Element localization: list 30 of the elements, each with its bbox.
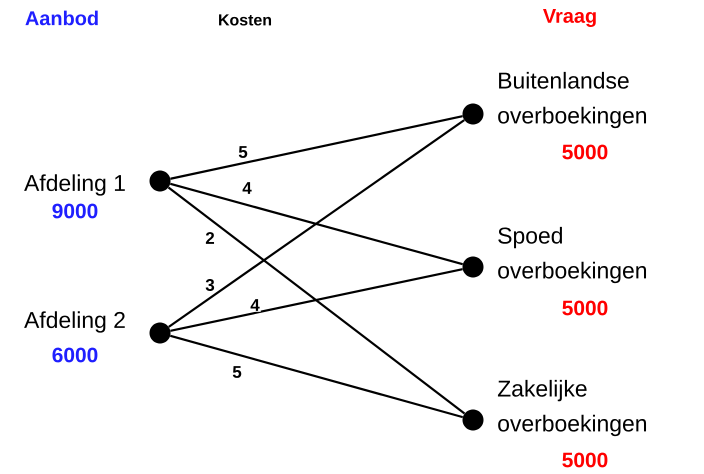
column-heading: Aanbod: [25, 10, 98, 26]
edge-label: 3: [204, 278, 216, 292]
node-label: Zakelijke overboekingen: [498, 380, 646, 436]
column-heading: Vraag: [543, 9, 596, 27]
quantity-label: 5000: [562, 300, 608, 316]
edge-label: 2: [204, 231, 216, 245]
quantity-label: 6000: [52, 348, 98, 362]
node-label: Buitenlandse overboekingen: [498, 72, 646, 128]
line: [170, 182, 463, 266]
quantity-label: 5000: [562, 452, 608, 468]
dot: [150, 170, 170, 192]
line: [168, 119, 465, 328]
line: [170, 268, 463, 332]
node-label: Spoed overboekingen: [498, 226, 646, 284]
dot: [462, 256, 484, 278]
dot: [462, 410, 484, 430]
dot: [462, 104, 484, 124]
quantity-label: 9000: [52, 204, 98, 218]
edge-label: 4: [241, 181, 253, 195]
quantity-label: 5000: [562, 144, 608, 160]
column-heading: Kosten: [219, 14, 272, 26]
node-label: Afdeling 2: [24, 311, 125, 333]
line: [168, 186, 466, 414]
edge-label: 5: [237, 145, 249, 159]
edge-label: 4: [249, 298, 261, 312]
edge-label: 5: [231, 365, 243, 379]
dot: [150, 322, 170, 344]
node-label: Afdeling 1: [24, 174, 125, 196]
line: [170, 334, 463, 418]
line: [170, 115, 463, 180]
